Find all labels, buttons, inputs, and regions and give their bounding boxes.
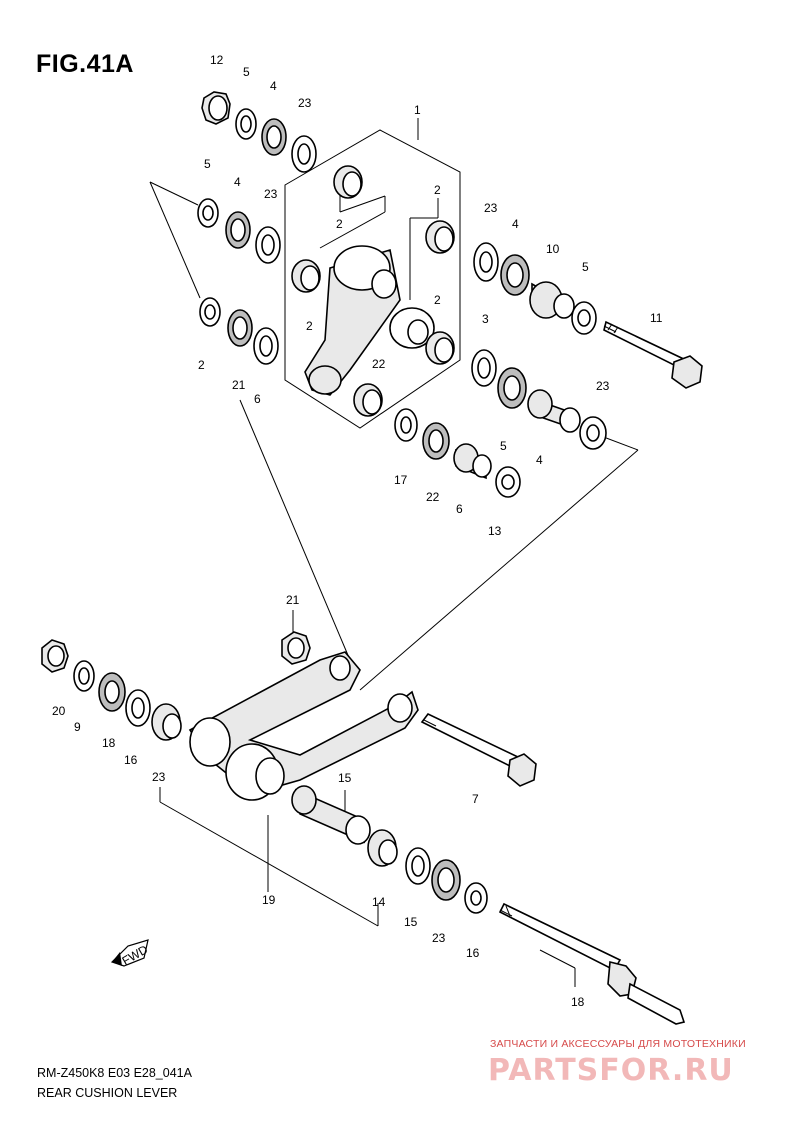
- part-5-washer-mid: [197, 198, 219, 228]
- part-12-nut: [201, 91, 231, 125]
- part-23-ring-right-lower: [471, 349, 497, 387]
- part-13-spacer: [453, 443, 492, 480]
- part-16-seal-left: [98, 672, 126, 712]
- part-23-ring-right-upper: [473, 242, 499, 282]
- part-1-cushion-rod: [304, 245, 435, 396]
- part-18-washer-right: [464, 882, 488, 914]
- callout-label: 13: [488, 524, 502, 538]
- part-5-washer-right: [571, 301, 597, 335]
- part-22-ring-center: [394, 408, 418, 442]
- callout-label: 19: [262, 893, 276, 907]
- part-18-washer-left: [73, 660, 95, 692]
- part-19-bolt: [420, 712, 537, 787]
- callout-label: 16: [124, 753, 138, 767]
- fwd-arrow-icon: FWD: [110, 939, 151, 968]
- callout-labels: 12 5 4 23 1 5 4 23 2 2 2 2 23 4 10 5 11 …: [52, 53, 663, 1009]
- callout-label: 6: [456, 502, 463, 516]
- callout-label: 5: [243, 65, 250, 79]
- callout-label: 22: [372, 357, 386, 371]
- callout-label: 4: [270, 79, 277, 93]
- callout-label: 14: [372, 895, 386, 909]
- part-2-bearing-a: [333, 165, 363, 199]
- part-9-nut: [41, 639, 69, 673]
- callout-label: 17: [394, 473, 408, 487]
- part-17-collar: [527, 389, 581, 433]
- callout-label: 4: [512, 217, 519, 231]
- callout-label: 10: [546, 242, 560, 256]
- callout-label: 2: [306, 319, 313, 333]
- callout-label: 18: [571, 995, 585, 1009]
- part-10-spacer: [529, 281, 575, 319]
- part-21-collar-left: [199, 297, 221, 327]
- part-8-long-bolt: [498, 902, 686, 1025]
- callout-label: 2: [434, 293, 441, 307]
- callout-label: 11: [650, 311, 663, 325]
- callout-label: 2: [336, 217, 343, 231]
- callout-label: 5: [204, 157, 211, 171]
- part-16-seal-right: [431, 859, 461, 901]
- callout-label: 12: [210, 53, 224, 67]
- part-2-bearing-d: [425, 331, 455, 365]
- callout-label: 15: [338, 771, 352, 785]
- callout-label: 21: [232, 378, 246, 392]
- callout-label: 23: [596, 379, 610, 393]
- part-6-seal-left: [227, 309, 253, 347]
- figure-title: FIG.41A: [36, 50, 134, 78]
- part-4-seal-mid: [225, 211, 251, 249]
- part-7-collar: [291, 785, 371, 845]
- model-code: RM-Z450K8 E03 E28_041A: [37, 1066, 192, 1080]
- callout-label: 16: [466, 946, 480, 960]
- part-3-bearing: [353, 383, 383, 417]
- watermark-brand: PARTSFOR.RU: [488, 1053, 734, 1088]
- callout-label: 21: [286, 593, 300, 607]
- figure-subtitle: REAR CUSHION LEVER: [37, 1086, 178, 1100]
- part-15-bearing-right: [367, 829, 398, 867]
- part-4-seal-right-upper: [500, 254, 530, 296]
- callout-label: 23: [432, 931, 446, 945]
- callout-label: 7: [472, 792, 479, 806]
- part-23-ring-mid: [255, 226, 281, 264]
- callout-label: 9: [74, 720, 81, 734]
- part-22-ring-left: [253, 327, 279, 365]
- part-23-ring-upper: [291, 135, 317, 173]
- callout-label: 5: [500, 439, 507, 453]
- part-23-ring-lever-left: [125, 689, 151, 727]
- part-14-cushion-lever: [188, 651, 419, 801]
- part-2-bearing-b: [425, 220, 455, 254]
- callout-label: 6: [254, 392, 261, 406]
- part-23-ring-lever-right: [405, 847, 431, 885]
- part-5-washer-upper: [235, 108, 257, 140]
- part-4-seal-upper: [261, 118, 287, 156]
- part-6-seal-center: [422, 422, 450, 460]
- callout-label: 23: [264, 187, 278, 201]
- part-4-seal-right-lower: [497, 367, 527, 409]
- callout-label: 20: [52, 704, 66, 718]
- part-21-collar-center: [495, 466, 521, 498]
- part-15-bearing-left: [151, 703, 182, 741]
- callout-label: 23: [152, 770, 166, 784]
- callout-label: 5: [582, 260, 589, 274]
- callout-label: 18: [102, 736, 116, 750]
- part-20-nut: [281, 631, 311, 665]
- part-2-bearing-c: [291, 259, 321, 293]
- callout-label: 3: [482, 312, 489, 326]
- callout-label: 4: [234, 175, 241, 189]
- callout-label: 22: [426, 490, 440, 504]
- part-11-bolt: [603, 320, 703, 389]
- callout-label: 2: [198, 358, 205, 372]
- callout-label: 4: [536, 453, 543, 467]
- callout-label: 1: [414, 103, 421, 117]
- callout-label: 23: [484, 201, 498, 215]
- callout-label: 15: [404, 915, 418, 929]
- cushion-rod-group-frame: [284, 129, 461, 429]
- callout-label: 2: [434, 183, 441, 197]
- callout-label: 23: [298, 96, 312, 110]
- part-5-washer-right-lower: [579, 416, 607, 450]
- watermark-tagline: ЗАПЧАСТИ И АКСЕССУАРЫ ДЛЯ МОТОТЕХНИКИ: [490, 1038, 746, 1050]
